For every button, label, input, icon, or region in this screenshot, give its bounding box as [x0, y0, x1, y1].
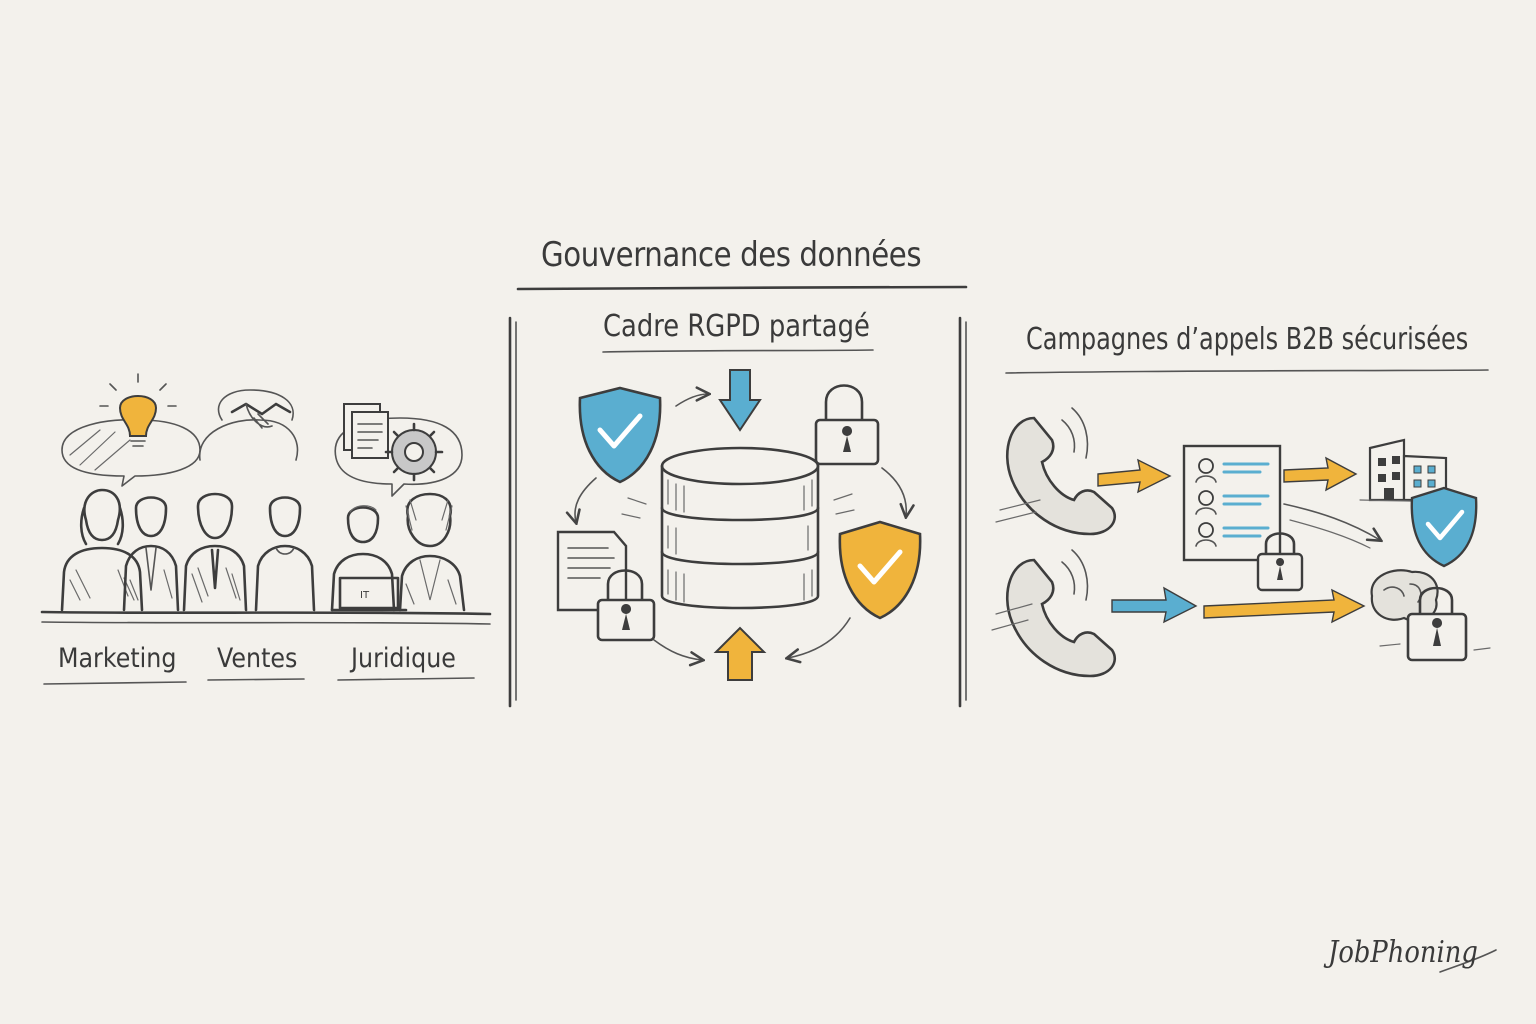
brand-swash — [1439, 949, 1497, 973]
handshake-bubble — [199, 389, 299, 461]
arrow-icon-list — [1283, 456, 1358, 492]
arrow-icon-up — [713, 626, 767, 681]
flow-lines — [1283, 503, 1380, 549]
arrow-icon-call-2 — [1111, 586, 1198, 624]
center-panel-title: Cadre RGPD partagé — [603, 309, 870, 344]
team-person-2 — [122, 496, 180, 612]
team-person-6 — [398, 492, 466, 612]
phone-icon-bottom — [991, 549, 1117, 678]
team-person-5 — [330, 505, 396, 612]
phone-icon-top — [995, 407, 1117, 536]
shield-check-icon-right — [1410, 486, 1478, 568]
right-title-underline — [1005, 369, 1489, 374]
laptop-icon: IT — [330, 576, 408, 612]
header-underline — [516, 285, 968, 291]
shield-check-icon-blue — [578, 386, 662, 484]
contact-list-icon — [1182, 444, 1282, 562]
arrow-icon-call-1 — [1097, 458, 1172, 494]
team-person-1 — [60, 488, 144, 612]
document-icon — [343, 403, 389, 459]
center-title-underline — [602, 349, 874, 353]
laptop-label: IT — [360, 590, 370, 601]
team-table — [40, 610, 492, 625]
right-panel-title: Campagnes d’appels B2B sécurisées — [1026, 322, 1469, 357]
diagram-title: Gouvernance des données — [541, 235, 922, 275]
gear-icon — [384, 422, 444, 482]
team-label-juridique: Juridique — [351, 643, 456, 674]
team-label-ventes: Ventes — [217, 643, 298, 674]
padlock-icon-bottom — [596, 569, 656, 642]
lightbulb-icon — [99, 373, 177, 447]
database-icon — [660, 446, 820, 610]
team-label-underlines — [43, 677, 475, 685]
shield-check-icon-yellow — [838, 520, 922, 620]
team-label-marketing: Marketing — [58, 643, 177, 674]
brand-logo: JobPhoning — [1328, 935, 1478, 970]
panel-divider-left — [508, 316, 517, 708]
team-person-4 — [254, 496, 316, 612]
arrow-icon-long — [1203, 588, 1366, 624]
handshake-icon — [230, 402, 292, 429]
team-person-3 — [182, 492, 248, 612]
panel-divider-right — [958, 316, 967, 708]
padlock-icon-list — [1256, 532, 1304, 592]
arrow-icon-down — [718, 369, 762, 432]
cycle-arrows — [575, 394, 906, 660]
padlock-icon-top — [814, 384, 880, 466]
building-icon — [1359, 438, 1457, 503]
padlock-icon-right — [1379, 586, 1491, 662]
